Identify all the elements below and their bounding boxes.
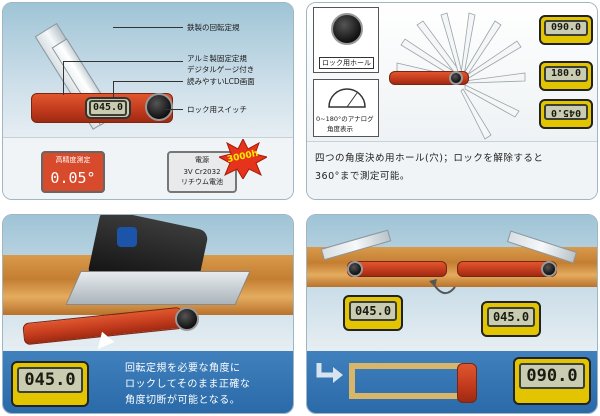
- lcd-value: 045.0: [92, 102, 124, 113]
- pivot-knob: [449, 71, 463, 85]
- label-alu-ruler-2: デジタルゲージ付き: [187, 65, 255, 74]
- lcd-display-180: 180.0: [544, 66, 588, 82]
- lcd-value: 090.0: [526, 366, 578, 386]
- label-analog: 0~180°のアナログ: [316, 115, 374, 123]
- lock-knob: [175, 307, 199, 331]
- description-line3: 角度切断が可能となる。: [125, 395, 241, 406]
- lcd-display-left: 045.0: [349, 301, 397, 321]
- rotate-arrow-icon: [429, 279, 456, 294]
- saw-handle: [117, 227, 137, 247]
- lcd-value: 045.0: [550, 107, 582, 118]
- battery-line1: 3V Cr2032: [183, 168, 221, 176]
- leader-line: [165, 109, 183, 110]
- leader-line: [113, 27, 183, 28]
- precision-value: 0.05°: [50, 169, 96, 187]
- label-rotating-ruler: 鉄製の回転定規: [187, 23, 240, 32]
- battery-title: 電源: [195, 156, 209, 164]
- lcd-value: 045.0: [354, 304, 392, 318]
- battery-badge: 電源 3V Cr2032 リチウム電池: [167, 151, 237, 193]
- info-strip: [307, 141, 597, 199]
- lcd-value: 045.0: [492, 310, 530, 324]
- leader-line: [113, 81, 114, 97]
- lcd-display-bottom: 090.0: [519, 363, 585, 389]
- label-analog-2: 角度表示: [327, 125, 353, 133]
- lcd-display: 045.0: [17, 367, 83, 393]
- lcd-display: 045.0: [89, 100, 127, 116]
- protractor-icon: [328, 88, 366, 108]
- bottom-ruler-body: [457, 363, 477, 403]
- panel-lock-holes: ロック用ホール 0~180°のアナログ 角度表示 090.0 180.0 045…: [306, 2, 598, 200]
- lcd-display-right: 045.0: [487, 307, 535, 327]
- precision-title: 高精度測定: [55, 156, 91, 164]
- lcd-value: 180.0: [550, 68, 582, 79]
- right-lock-knob: [541, 261, 557, 277]
- leader-line: [63, 61, 183, 62]
- description-line2: 360°まで測定可能。: [315, 171, 410, 182]
- label-lock-hole: ロック用ホール: [319, 57, 374, 69]
- label-alu-ruler: アルミ製固定定規: [187, 54, 247, 63]
- description-line1: 四つの角度決め用ホール(穴)；ロックを解除すると: [315, 153, 544, 164]
- lcd-display-45: 045.0: [544, 104, 588, 120]
- frame-outline: [349, 363, 469, 399]
- label-lock-switch: ロック用スイッチ: [187, 105, 247, 114]
- panel-cutting: 045.0 回転定規を必要な角度に ロックしてそのまま正確な 角度切断が可能とな…: [2, 214, 294, 414]
- left-lock-knob: [347, 261, 363, 277]
- lock-hole-knob: [331, 13, 363, 45]
- label-lcd: 読みやすいLCD画面: [187, 77, 255, 86]
- lock-knob[interactable]: [145, 93, 173, 121]
- description-line2: ロックしてそのまま正確な: [125, 379, 251, 390]
- lcd-display-90: 090.0: [544, 20, 588, 36]
- lcd-value: 090.0: [550, 22, 582, 33]
- saw-base: [65, 271, 251, 305]
- description-line1: 回転定規を必要な角度に: [125, 363, 241, 374]
- panel-components: 045.0 鉄製の回転定規 アルミ製固定定規 デジタルゲージ付き 読みやすいLC…: [2, 2, 294, 200]
- lcd-value: 045.0: [24, 370, 76, 390]
- curved-arrow-icon: [316, 363, 343, 383]
- precision-badge: 高精度測定 0.05°: [41, 151, 105, 193]
- battery-line2: リチウム電池: [181, 178, 223, 186]
- burst-shape: [219, 139, 267, 179]
- panel-mirror: 045.0 045.0 090.0: [306, 214, 598, 414]
- leader-line: [113, 81, 183, 82]
- leader-line: [63, 61, 64, 95]
